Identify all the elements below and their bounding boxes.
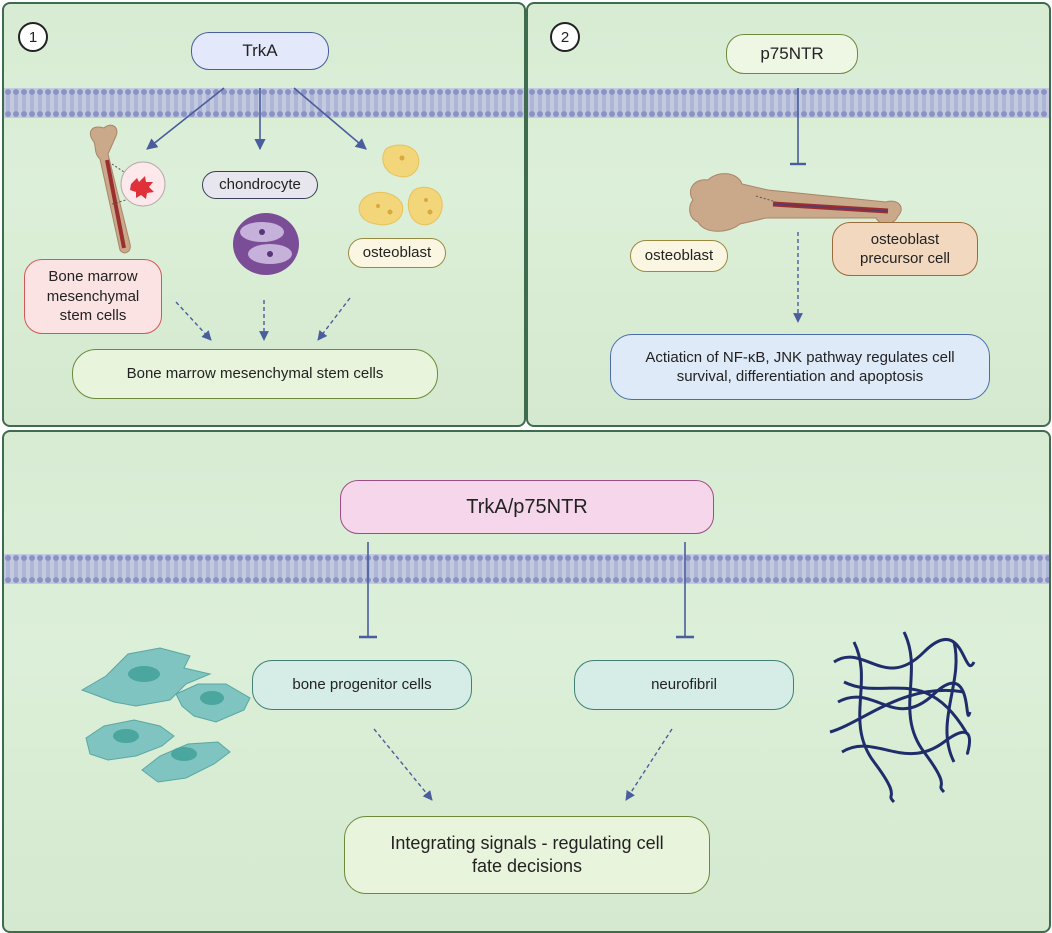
neurofibril-label: neurofibril (574, 660, 794, 710)
osteoblast-precursor-label: osteoblast precursor cell (832, 222, 978, 276)
chondrocyte-illustration (233, 213, 299, 275)
bone-progenitor-cells-label: bone progenitor cells (252, 660, 472, 710)
panel-3-result: Integrating signals - regulating cell fa… (344, 816, 710, 894)
panel-1-graphics (89, 87, 443, 341)
panel-1-result: Bone marrow mesenchymal stem cells (72, 349, 438, 399)
dashed-arrow-bmsc (175, 301, 212, 341)
panel-3-graphics (80, 542, 976, 804)
p75ntr-receptor-label: p75NTR (726, 34, 858, 74)
arrow-to-osteoblast (293, 87, 367, 150)
osteoblast-label: osteoblast (630, 240, 728, 272)
cell-membrane (4, 88, 524, 118)
trka-receptor-label: TrkA (191, 32, 329, 70)
cell-membrane (4, 554, 1049, 584)
panel-3: TrkA/p75NTR bone (2, 430, 1051, 933)
trka-p75ntr-receptor-label: TrkA/p75NTR (340, 480, 714, 534)
dashed-arrow-left (373, 728, 433, 801)
panel-2: 2 p75NTR osteoblast osteoblast precursor… (526, 2, 1051, 427)
arrow-to-bmsc (146, 87, 225, 150)
osteoblast-label: osteoblast (348, 238, 446, 268)
neurofibril-illustration (829, 631, 976, 804)
panel-2-result: Actiaticn of NF-κB, JNK pathway regulate… (610, 334, 990, 400)
progenitor-cells-illustration (80, 647, 251, 783)
panel-1: 1 TrkA (2, 2, 526, 427)
stem-cell-magnified (111, 161, 166, 207)
panel-number-badge: 1 (18, 22, 48, 52)
bmsc-label: Bone marrow mesenchymal stem cells (24, 259, 162, 334)
panel-number-badge: 2 (550, 22, 580, 52)
bone-illustration (89, 124, 131, 254)
dashed-arrow-right (625, 728, 673, 801)
cell-membrane (528, 88, 1049, 118)
panel-2-graphics (689, 88, 902, 323)
chondrocyte-label: chondrocyte (202, 171, 318, 199)
bone-illustration (689, 173, 902, 232)
osteoblast-illustration (358, 144, 443, 226)
dashed-arrow-osteoblast (317, 297, 351, 341)
